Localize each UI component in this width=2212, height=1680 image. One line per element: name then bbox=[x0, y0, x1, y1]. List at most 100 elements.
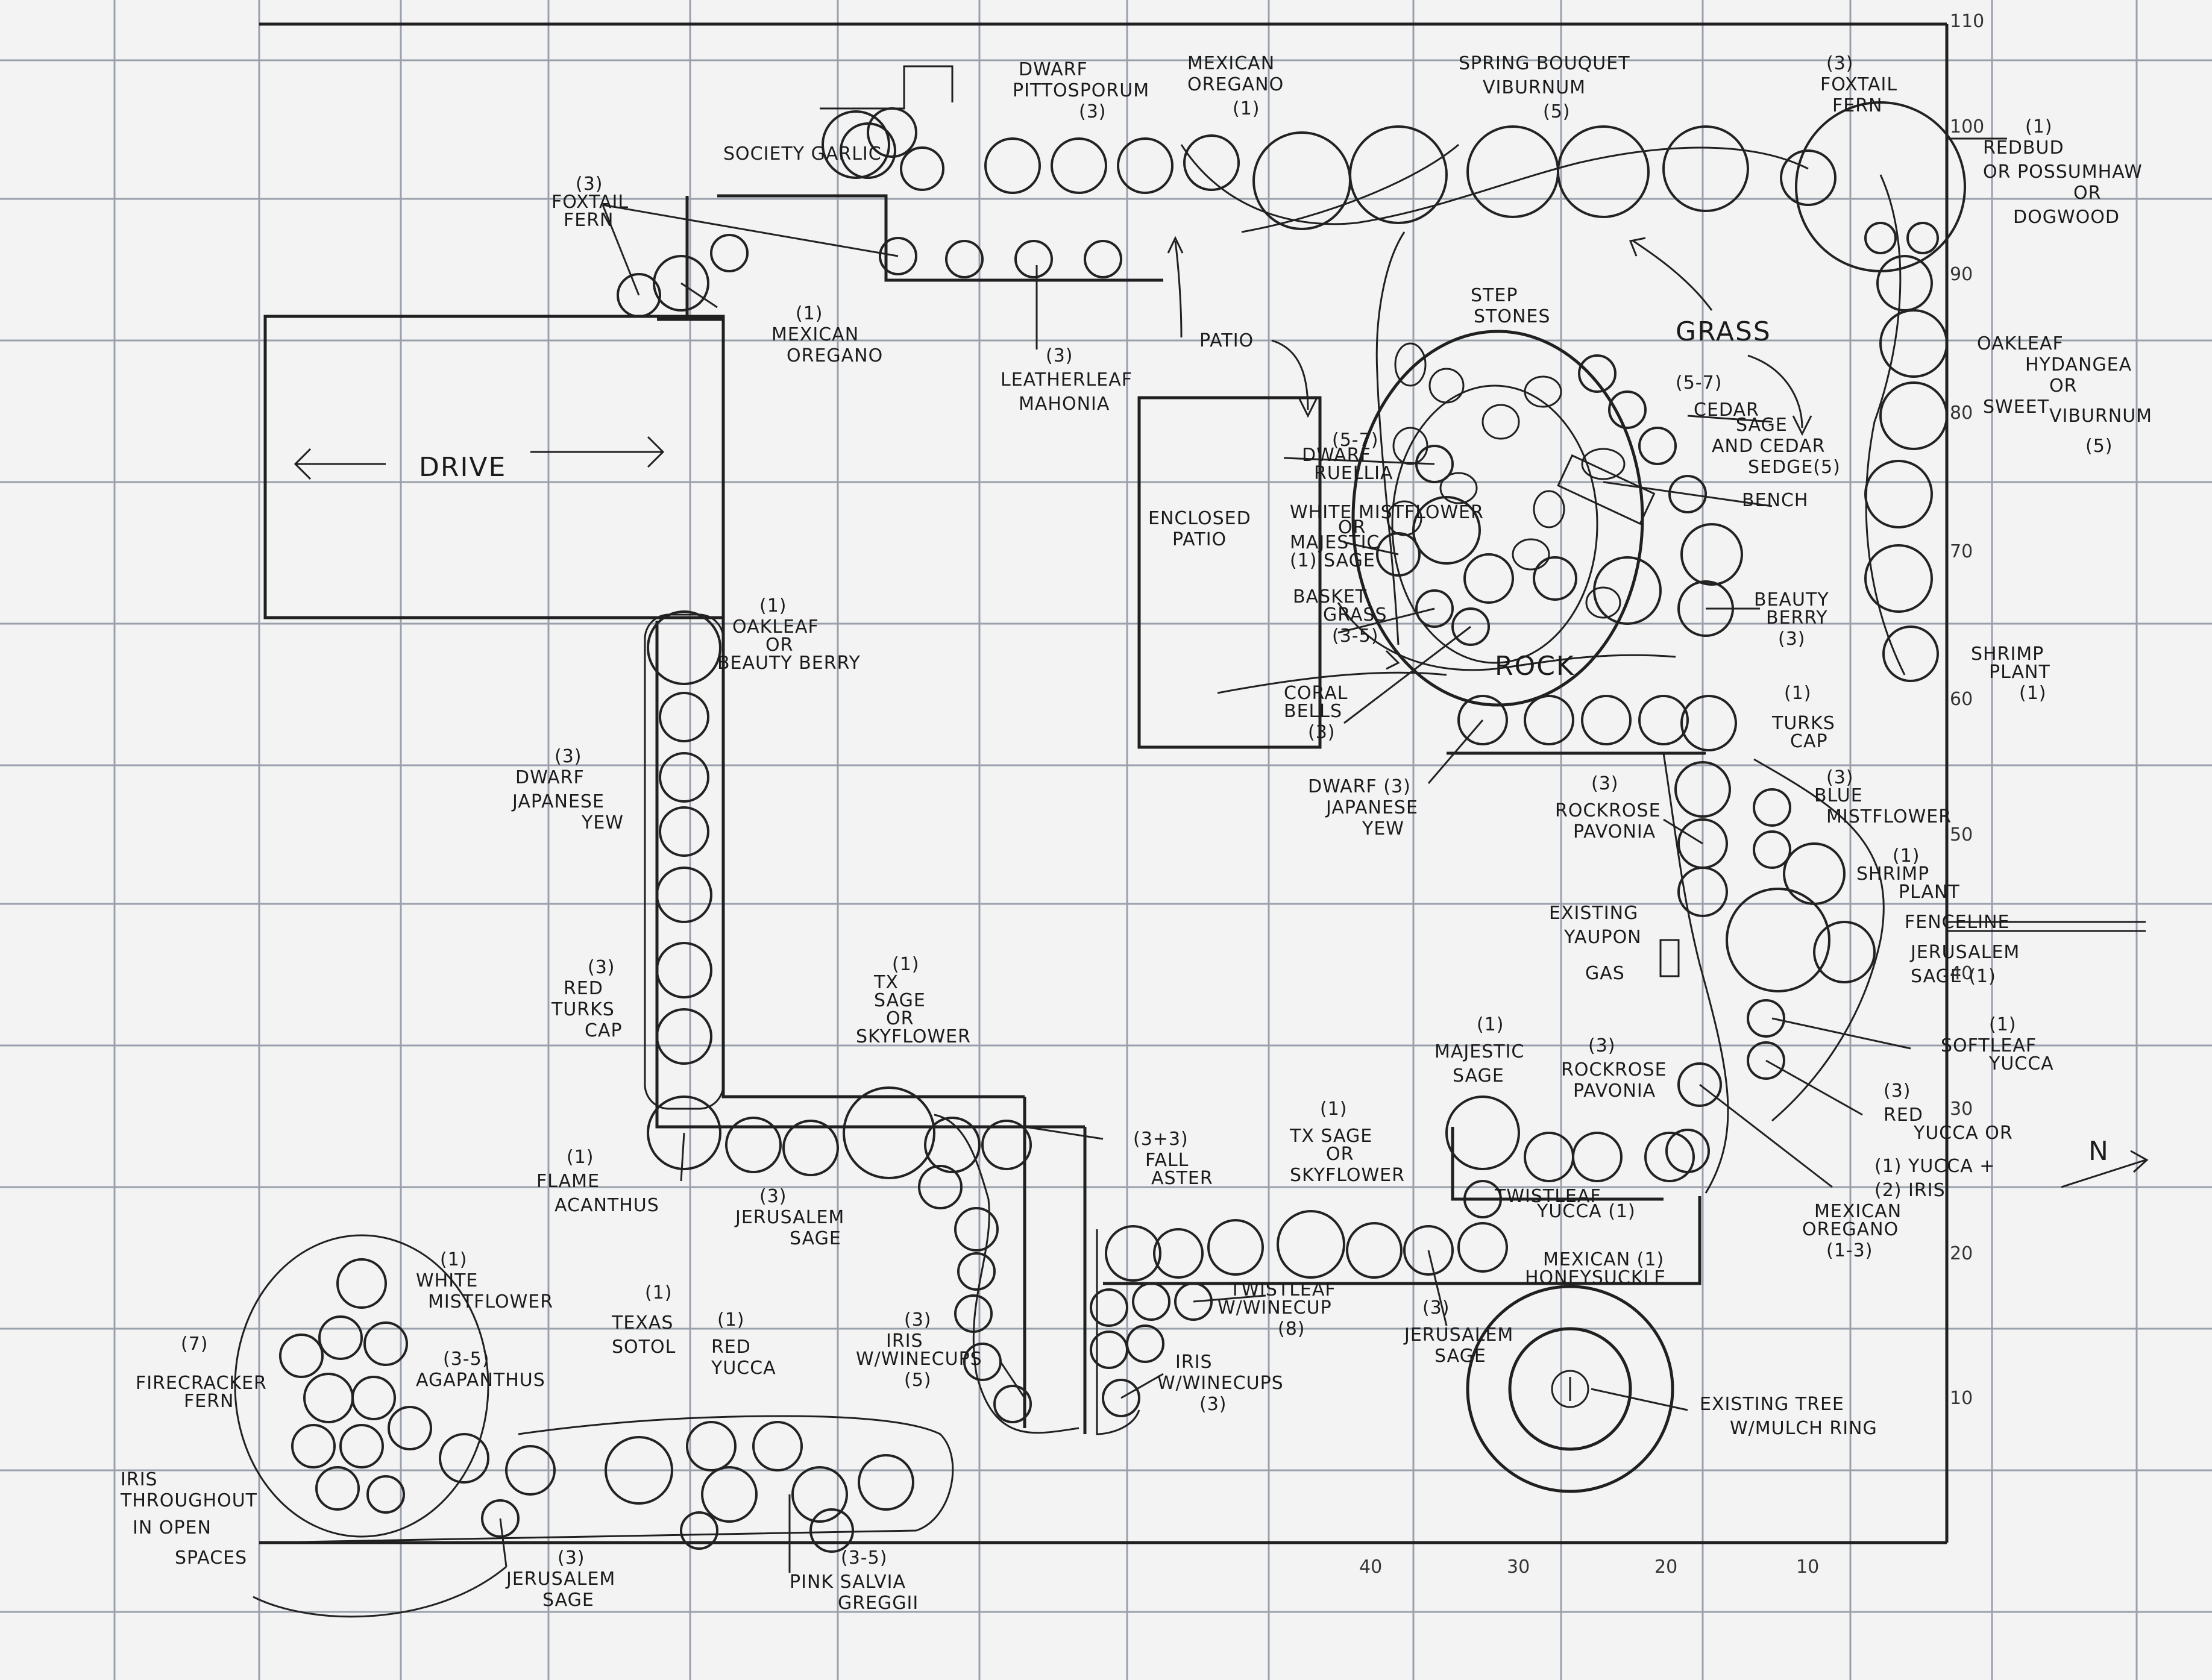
enclosed-patio: ENCLOSED PATIO bbox=[1137, 396, 1322, 749]
plant-symbols bbox=[279, 101, 1966, 1553]
svg-text:OR: OR bbox=[886, 1008, 914, 1029]
svg-text:OR: OR bbox=[765, 635, 793, 656]
patio-annotation: PATIO bbox=[1167, 236, 1318, 418]
svg-text:(3-5): (3-5) bbox=[443, 1349, 489, 1370]
svg-text:SAGE: SAGE bbox=[874, 990, 926, 1011]
svg-text:(5): (5) bbox=[904, 1370, 932, 1391]
svg-text:JAPANESE: JAPANESE bbox=[1325, 797, 1418, 818]
svg-text:FALL: FALL bbox=[1145, 1150, 1189, 1171]
label-redbud: (1) REDBUD OR POSSUMHAW OR DOGWOOD bbox=[1983, 116, 2143, 228]
svg-text:YUCCA: YUCCA bbox=[711, 1358, 776, 1379]
svg-text:SAGE: SAGE bbox=[1736, 415, 1788, 436]
svg-text:(1): (1) bbox=[2019, 683, 2047, 704]
label-oakleaf-beauty-left: (1) OAKLEAF OR BEAUTY BERRY bbox=[717, 595, 860, 674]
svg-text:JAPANESE: JAPANESE bbox=[511, 791, 605, 812]
label-pink-salvia: (3-5) PINK SALVIA GREGGII bbox=[790, 1547, 918, 1614]
lawn-edge: GRASS bbox=[1241, 143, 1812, 645]
svg-text:FIRECRACKER: FIRECRACKER bbox=[136, 1373, 267, 1394]
svg-text:AGAPANTHUS: AGAPANTHUS bbox=[416, 1370, 545, 1391]
existing-tree bbox=[1466, 1285, 1674, 1493]
svg-text:YUCCA (1): YUCCA (1) bbox=[1536, 1201, 1636, 1222]
svg-text:(3): (3) bbox=[576, 174, 603, 195]
svg-text:(1) YUCCA +: (1) YUCCA + bbox=[1874, 1156, 1995, 1177]
svg-text:MEXICAN (1): MEXICAN (1) bbox=[1543, 1249, 1664, 1270]
svg-text:(1): (1) bbox=[892, 954, 920, 975]
north-label: N bbox=[2088, 1136, 2110, 1167]
svg-text:PITTOSPORUM: PITTOSPORUM bbox=[1013, 80, 1149, 101]
svg-text:PLANT: PLANT bbox=[1989, 662, 2050, 683]
svg-text:OR: OR bbox=[2073, 183, 2101, 204]
svg-text:FLAME: FLAME bbox=[536, 1171, 600, 1192]
svg-text:SAGE: SAGE bbox=[790, 1228, 841, 1249]
label-rockrose-top: (3) ROCKROSE PAVONIA bbox=[1555, 773, 1661, 842]
svg-text:(3-5): (3-5) bbox=[841, 1547, 887, 1569]
svg-text:WHITE: WHITE bbox=[416, 1270, 478, 1291]
svg-text:60: 60 bbox=[1950, 689, 1973, 710]
label-white-mistflower-bl: (1) WHITE MISTFLOWER bbox=[416, 1249, 553, 1312]
svg-text:FOXTAIL: FOXTAIL bbox=[1820, 74, 1897, 95]
svg-text:VIBURNUM: VIBURNUM bbox=[2049, 406, 2152, 427]
label-white-mistflower-patio: WHITE MISTFLOWER OR MAJESTIC (1) SAGE bbox=[1290, 502, 1483, 571]
svg-text:20: 20 bbox=[1950, 1243, 1973, 1264]
enclosed-patio-label-1: ENCLOSED bbox=[1148, 508, 1251, 529]
svg-text:FERN: FERN bbox=[1832, 95, 1883, 116]
label-step-stones-2: STONES bbox=[1474, 306, 1550, 327]
svg-text:RED: RED bbox=[711, 1337, 751, 1358]
svg-text:W/MULCH RING: W/MULCH RING bbox=[1730, 1418, 1877, 1439]
label-mexican-oregano-top: MEXICAN OREGANO (1) bbox=[1187, 53, 1283, 119]
svg-text:OREGANO: OREGANO bbox=[787, 345, 883, 366]
svg-text:FERN: FERN bbox=[184, 1391, 234, 1412]
svg-text:(5-7): (5-7) bbox=[1676, 372, 1722, 393]
svg-text:YEW: YEW bbox=[581, 812, 624, 833]
label-twistleaf-winecup: TWISTLEAF W/WINECUP (8) bbox=[1218, 1279, 1336, 1340]
svg-text:80: 80 bbox=[1950, 403, 1973, 424]
label-red-yucca-bottom: (1) RED YUCCA bbox=[711, 1309, 776, 1379]
svg-text:MISTFLOWER: MISTFLOWER bbox=[428, 1291, 553, 1312]
label-dwarf-yew-patio: DWARF (3) JAPANESE YEW bbox=[1308, 776, 1418, 839]
svg-text:W/WINECUP: W/WINECUP bbox=[1218, 1297, 1332, 1318]
svg-text:BEAUTY: BEAUTY bbox=[1754, 589, 1829, 610]
svg-text:CORAL: CORAL bbox=[1284, 683, 1348, 704]
svg-text:40: 40 bbox=[1359, 1556, 1382, 1578]
svg-text:50: 50 bbox=[1950, 824, 1973, 845]
svg-text:RED: RED bbox=[564, 978, 603, 999]
scale-bottom: 40 30 20 10 bbox=[1359, 1556, 1819, 1578]
label-red-yucca-right: (3) RED YUCCA OR (1) YUCCA + (2) IRIS bbox=[1874, 1080, 2012, 1201]
svg-text:FOXTAIL: FOXTAIL bbox=[551, 192, 629, 213]
svg-text:100: 100 bbox=[1950, 116, 1984, 137]
svg-text:MEXICAN: MEXICAN bbox=[1814, 1201, 1902, 1222]
label-jerusalem-sage-right: JERUSALEM SAGE (1) bbox=[1909, 942, 2019, 987]
svg-text:(1): (1) bbox=[2025, 116, 2053, 137]
svg-text:IRIS: IRIS bbox=[1175, 1352, 1213, 1373]
svg-text:OREGANO: OREGANO bbox=[1802, 1219, 1899, 1240]
label-gas: GAS bbox=[1585, 963, 1625, 984]
svg-text:(1): (1) bbox=[1784, 683, 1812, 704]
svg-text:BELLS: BELLS bbox=[1284, 701, 1342, 722]
label-majestic-sage: (1) MAJESTIC SAGE bbox=[1434, 1014, 1524, 1086]
svg-text:EXISTING: EXISTING bbox=[1549, 903, 1638, 924]
svg-text:SAGE: SAGE bbox=[542, 1590, 594, 1611]
svg-text:EXISTING TREE: EXISTING TREE bbox=[1700, 1394, 1844, 1415]
svg-text:(5-7): (5-7) bbox=[1332, 430, 1378, 451]
north-arrow: N bbox=[2061, 1136, 2149, 1188]
svg-text:OR POSSUMHAW: OR POSSUMHAW bbox=[1983, 161, 2143, 183]
svg-text:IN OPEN: IN OPEN bbox=[133, 1517, 212, 1538]
svg-text:(1): (1) bbox=[1233, 98, 1260, 119]
svg-text:SOTOL: SOTOL bbox=[612, 1337, 676, 1358]
label-shrimp-plant-mid: (1) SHRIMP PLANT bbox=[1856, 845, 1960, 903]
svg-text:CEDAR: CEDAR bbox=[1694, 400, 1759, 421]
svg-text:PAVONIA: PAVONIA bbox=[1573, 1080, 1656, 1102]
svg-text:(3): (3) bbox=[1826, 53, 1854, 74]
svg-text:90: 90 bbox=[1950, 264, 1973, 285]
label-iris-winecups-left: (3) IRIS W/WINECUPS (5) bbox=[856, 1309, 982, 1391]
svg-text:ROCKROSE: ROCKROSE bbox=[1561, 1059, 1667, 1080]
svg-text:JERUSALEM: JERUSALEM bbox=[1403, 1324, 1513, 1346]
svg-text:(1): (1) bbox=[567, 1147, 594, 1168]
svg-text:(3): (3) bbox=[555, 746, 582, 767]
label-shrimp-plant-top: SHRIMP PLANT (1) bbox=[1971, 644, 2050, 704]
svg-text:(3): (3) bbox=[558, 1547, 585, 1569]
svg-text:PLANT: PLANT bbox=[1899, 882, 1960, 903]
svg-text:SHRIMP: SHRIMP bbox=[1971, 644, 2044, 665]
label-beauty-berry-patio: BEAUTY BERRY (3) bbox=[1754, 589, 1829, 650]
svg-text:AND CEDAR: AND CEDAR bbox=[1712, 436, 1825, 457]
